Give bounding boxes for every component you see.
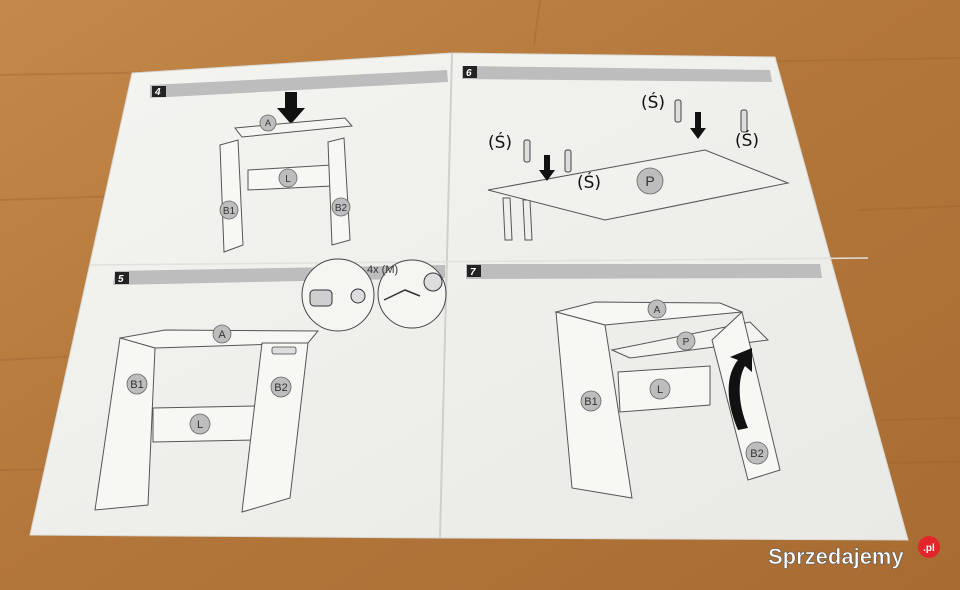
label-circle: [580, 390, 602, 412]
step-4-number: 4: [154, 87, 161, 98]
part-label-b1: B1: [223, 206, 236, 217]
watermark: Sprzedajemy .pl: [768, 536, 940, 569]
label-circle: [331, 197, 351, 217]
down-arrow-icon: [690, 112, 706, 139]
part-label-a: A: [265, 118, 271, 128]
screw-label: (Ś): [735, 129, 759, 151]
part-label-l: L: [657, 384, 663, 396]
step-4-badge: [152, 86, 166, 97]
label-circle: [647, 299, 667, 319]
down-arrow-icon: [539, 155, 555, 181]
step-6-band: [462, 66, 772, 82]
cam-fitting-icon: [309, 289, 333, 307]
step-4-band: [150, 70, 448, 98]
label-circle: [636, 167, 664, 195]
label-circle: [649, 378, 671, 400]
step-7-panel: 7 A B1 P L B2: [466, 264, 822, 499]
part-label-b2: B2: [274, 382, 287, 394]
label-circle: [126, 373, 148, 395]
step-6-badge: [463, 66, 477, 78]
step-7-badge: [467, 265, 481, 277]
screw-icon: [564, 149, 572, 173]
step-7-number: 7: [470, 267, 476, 278]
step-4-panel: 4 A B1 L B2: [150, 70, 448, 253]
screw-icon: [740, 109, 748, 133]
label-circle: [219, 200, 239, 220]
hardware-callout: 4x (M): [367, 264, 398, 276]
rotate-up-arrow-icon: [728, 348, 752, 430]
screw-icon: [674, 99, 682, 123]
watermark-brand: Sprzedajemy: [768, 544, 904, 569]
step-5-panel: 5 4x (M) A B1 L B2: [94, 258, 447, 513]
label-circle: [745, 441, 769, 465]
label-circle: [259, 114, 277, 132]
top-board-a: [234, 117, 354, 138]
cam-lock-icon: [350, 288, 366, 304]
desk-leg: [502, 197, 513, 241]
side-panel-b2: [711, 311, 781, 481]
drawer-slide-icon: [271, 346, 297, 355]
watermark-tld: .pl: [923, 543, 935, 554]
label-circle: [189, 413, 211, 435]
part-label-b1: B1: [584, 396, 597, 408]
part-label-a: A: [654, 305, 661, 316]
desk-leg: [522, 199, 533, 241]
insert-arrow-icon: [383, 289, 421, 301]
cam-lock-icon: [423, 272, 443, 292]
part-label-p: P: [645, 173, 654, 189]
step-7-band: [466, 264, 822, 279]
part-label-l: L: [197, 419, 203, 431]
step-6-panel: 6 P (Ś) (Ś) (Ś) (Ś): [462, 66, 790, 241]
step-5-badge: [115, 272, 129, 284]
part-label-l: L: [285, 174, 291, 185]
part-label-a: A: [218, 329, 226, 341]
step-6-number: 6: [466, 68, 472, 79]
label-circle: [278, 168, 298, 188]
screw-icon: [523, 139, 531, 163]
screws: [523, 99, 748, 173]
step-5-number: 5: [118, 274, 124, 285]
part-label-b2: B2: [335, 203, 348, 214]
down-arrow-icon: [277, 92, 305, 124]
watermark-badge: [918, 536, 940, 558]
horizontal-fold: [89, 257, 869, 266]
side-panel-b2: [327, 137, 351, 246]
detail-circle-cam-lock: [301, 258, 375, 332]
screw-label: (Ś): [488, 131, 512, 153]
side-panel-b2: [241, 342, 309, 513]
label-circle: [270, 376, 292, 398]
label-circle: [212, 324, 232, 344]
part-label-b2: B2: [750, 448, 763, 460]
part-label-p: P: [683, 337, 690, 348]
screw-label: (Ś): [577, 171, 601, 193]
part-label-b1: B1: [130, 379, 143, 391]
screw-label: (Ś): [641, 91, 665, 113]
label-circle: [676, 331, 696, 351]
